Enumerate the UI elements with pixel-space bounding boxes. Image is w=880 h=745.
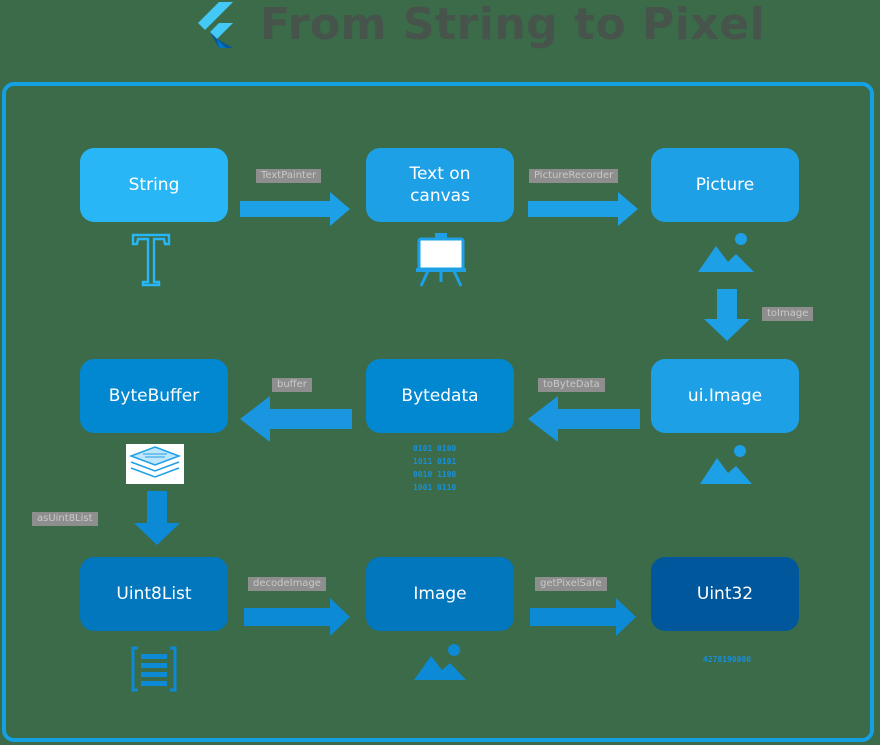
picture-image-icon (698, 233, 754, 272)
edge-label-textpainter: TextPainter (256, 169, 322, 183)
edge-label-asuint8list: asUint8List (32, 512, 98, 526)
node-picture: Picture (651, 148, 799, 222)
edge-label-buffer: buffer (272, 378, 312, 392)
uint8list-bracket-icon (131, 646, 177, 692)
text-serif-t-icon (131, 233, 171, 287)
node-bytebuffer: ByteBuffer (80, 359, 228, 433)
header: From String to Pixel (0, 0, 880, 56)
bytedata-binary-code: 0101 0100 1011 0101 0010 1100 1001 0110 (413, 444, 457, 492)
node-bytedata: Bytedata (366, 359, 514, 433)
diagram-frame (2, 82, 874, 742)
buffer-layers-icon (126, 444, 184, 484)
arrow-left-1 (528, 396, 640, 442)
edge-label-decodeimage: decodeImage (248, 577, 326, 591)
edge-label-tobytedata: toByteData (538, 378, 605, 392)
page-title: From String to Pixel (260, 0, 766, 50)
arrow-down-1 (704, 289, 750, 341)
edge-label-toimage: toImage (762, 307, 814, 321)
node-ui-image: ui.Image (651, 359, 799, 433)
easel-canvas-icon (416, 233, 466, 287)
edge-label-picturerecorder: PictureRecorder (529, 169, 619, 183)
node-text-on-canvas: Text on canvas (366, 148, 514, 222)
ui-image-icon (700, 445, 752, 484)
arrow-right-1 (240, 192, 350, 226)
node-string: String (80, 148, 228, 222)
image-icon (414, 644, 466, 680)
arrow-right-3 (244, 598, 350, 636)
edge-label-getpixelsafe: getPixelSafe (535, 577, 607, 591)
arrow-down-2 (134, 491, 180, 545)
uint32-value-text: 4278190080 (702, 655, 752, 664)
arrow-right-4 (530, 598, 636, 636)
node-uint32: Uint32 (651, 557, 799, 631)
node-uint8list: Uint8List (80, 557, 228, 631)
arrow-right-2 (528, 192, 638, 226)
arrow-left-2 (240, 396, 352, 442)
flutter-logo-icon (198, 2, 233, 48)
node-image: Image (366, 557, 514, 631)
